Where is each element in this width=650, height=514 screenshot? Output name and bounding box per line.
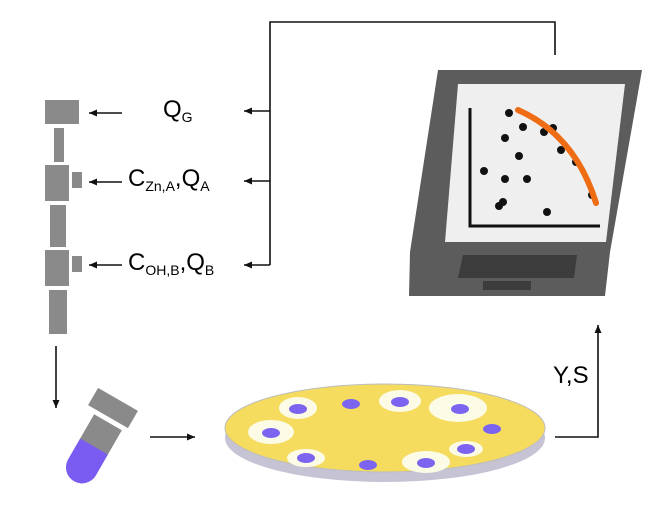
gas-flow-label: QG xyxy=(163,96,193,125)
stream-b-label: COH,B,QB xyxy=(128,249,215,278)
pareto-curve xyxy=(515,107,599,206)
droplets xyxy=(262,397,501,470)
plate-to-laptop-line xyxy=(555,325,602,438)
laptop-screen xyxy=(445,84,625,242)
stream-a-label: CZn,A,QA xyxy=(128,165,210,194)
test-tube xyxy=(66,387,138,484)
yield-selectivity-label: Y,S xyxy=(553,362,589,389)
feedback-lines xyxy=(244,21,556,269)
screen-plot xyxy=(468,107,600,228)
flow-reactor xyxy=(45,100,82,334)
agar-plate xyxy=(224,383,546,482)
input-arrows xyxy=(89,109,122,269)
laptop xyxy=(409,70,642,296)
